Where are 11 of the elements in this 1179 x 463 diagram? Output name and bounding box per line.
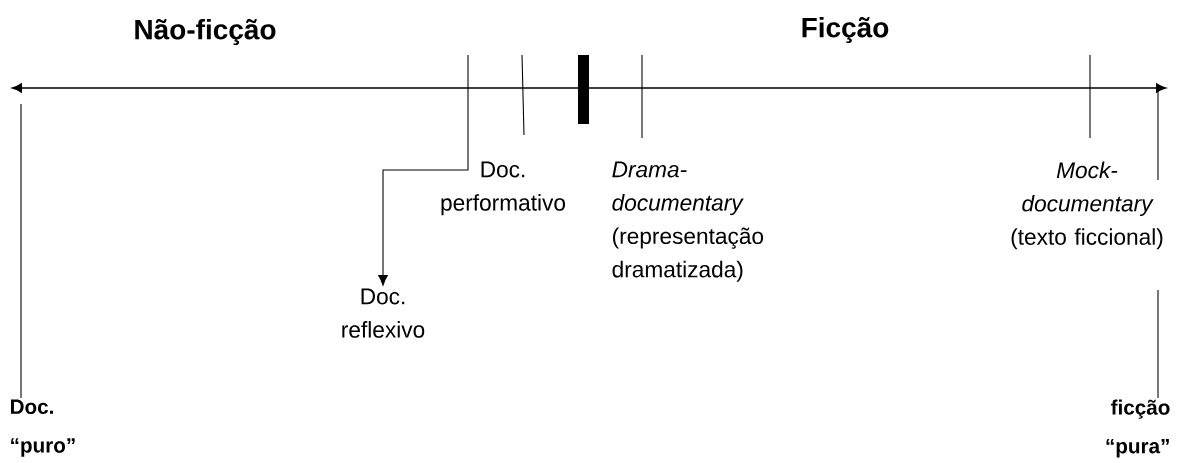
term-label: Doc. performativo — [441, 161, 565, 216]
connector-line — [20, 103, 22, 399]
term-label: Doc. reflexivo — [342, 288, 425, 338]
term-label: Drama- documentary (representação dramatizada) — [612, 161, 764, 282]
heading: Não-ficção — [135, 18, 276, 46]
arrow — [378, 54, 469, 286]
heading: Ficção — [802, 16, 889, 44]
term-label: Mock- documentary (texto ficcional) — [1011, 161, 1163, 250]
connector-line — [1157, 289, 1159, 399]
term-label: ficção “pura” — [1106, 399, 1170, 458]
term-label: Doc. “puro” — [11, 399, 75, 457]
